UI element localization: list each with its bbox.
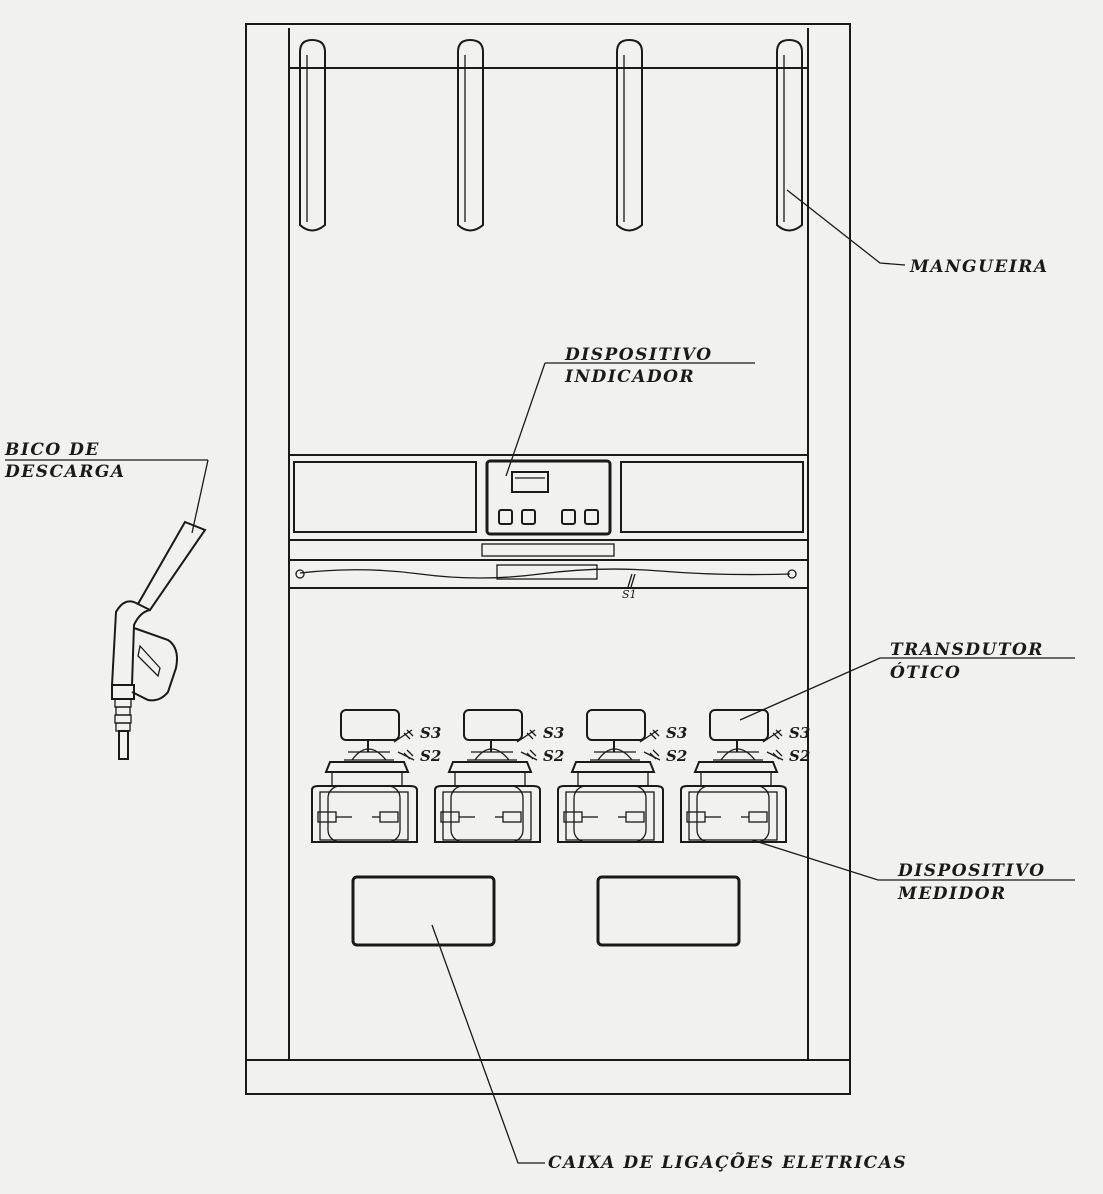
label-nozzle-line2: DESCARGA [4, 462, 126, 482]
seal-s3-label: S3 [420, 724, 441, 742]
indicator-button-1 [498, 509, 513, 525]
optical-transducer [463, 709, 523, 741]
label-transducer-line1: TRANSDUTOR [890, 640, 1044, 660]
label-meter-line2: MEDIDOR [897, 884, 1007, 904]
label-transducer-line2: ÓTICO [890, 662, 961, 683]
meter-body [434, 785, 541, 843]
seal-s2-label: S2 [420, 747, 441, 765]
indicator-button-3 [561, 509, 576, 525]
optical-transducer [340, 709, 400, 741]
leader-lines [5, 189, 1075, 1164]
seal-s3-label: S3 [666, 724, 687, 742]
seal-s1-label: S1 [622, 588, 637, 601]
seal-s2-label: S2 [789, 747, 810, 765]
junction-boxes [351, 875, 741, 947]
indicator-device [485, 459, 612, 536]
indicator-button-4 [584, 509, 599, 525]
seal-s3-label: S3 [543, 724, 564, 742]
seal-s2-label: S2 [666, 747, 687, 765]
indicator-button-2 [521, 509, 536, 525]
seal-s3-label: S3 [789, 724, 810, 742]
discharge-nozzle [110, 520, 207, 760]
label-junction-box: CAIXA DE LIGAÇÕES ELETRICAS [548, 1151, 907, 1173]
hose-1 [299, 38, 326, 232]
optical-transducer [586, 709, 646, 741]
meter-body [311, 785, 418, 843]
labels: MANGUEIRA DISPOSITIVO INDICADOR BICO DE … [4, 257, 1049, 1173]
meter-body [557, 785, 664, 843]
optical-transducer [709, 709, 769, 741]
label-nozzle-line1: BICO DE [4, 440, 100, 460]
display-panel [288, 454, 809, 589]
label-meter-line1: DISPOSITIVO [897, 861, 1046, 881]
hoses [299, 38, 803, 232]
hose-4 [776, 38, 803, 232]
meter-body [680, 785, 787, 843]
label-indicator-line1: DISPOSITIVO [564, 345, 713, 365]
seal-s2-label: S2 [543, 747, 564, 765]
label-indicator-line2: INDICADOR [564, 367, 695, 387]
label-hose: MANGUEIRA [909, 257, 1049, 277]
hose-2 [457, 38, 484, 232]
cabinet-frame [245, 23, 851, 1095]
hose-3 [616, 38, 643, 232]
